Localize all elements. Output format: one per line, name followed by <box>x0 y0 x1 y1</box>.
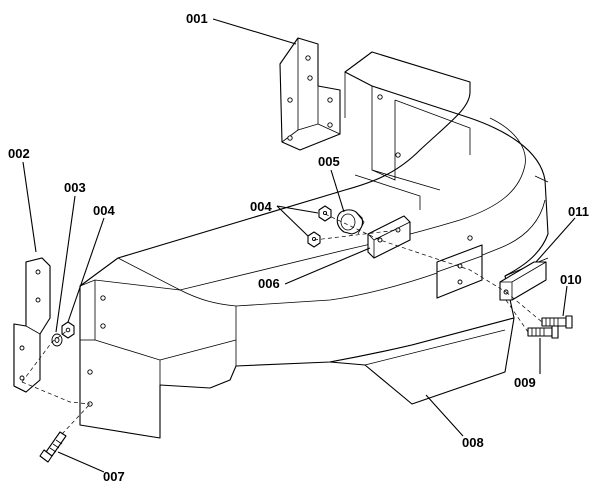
callout-006: 006 <box>258 276 280 291</box>
part-009-bolt <box>527 325 559 339</box>
leader-006 <box>284 247 371 285</box>
leader-005 <box>330 169 345 213</box>
callout-011: 011 <box>568 204 589 219</box>
part-004-nut-left <box>61 321 75 339</box>
leader-001 <box>212 18 297 45</box>
part-003-washer <box>51 333 63 347</box>
assembly-line-right-bolts <box>505 291 543 333</box>
leader-011 <box>535 217 576 263</box>
assembly-line-left <box>21 381 91 405</box>
callout-009: 009 <box>514 375 536 390</box>
part-011-clip <box>499 261 547 301</box>
assembly-line-centre <box>324 213 507 293</box>
callout-007: 007 <box>103 469 125 484</box>
assembly-line-washer <box>21 329 69 383</box>
callout-003: 003 <box>64 180 86 195</box>
part-004-nut-lower <box>307 231 321 248</box>
callout-004-left: 004 <box>93 203 115 218</box>
leader-010 <box>562 285 568 317</box>
leader-002 <box>22 161 37 253</box>
leader-004-left <box>67 217 105 323</box>
callout-008: 008 <box>462 435 484 450</box>
callout-004-centre: 004 <box>250 199 272 214</box>
leader-003 <box>55 195 76 333</box>
leader-007 <box>57 451 105 473</box>
callout-001: 001 <box>186 11 208 26</box>
part-005-rubber-bushing <box>336 209 365 235</box>
part-007-bolt <box>39 431 67 463</box>
part-001-upper-bracket <box>279 37 341 151</box>
leader-004-lower <box>276 205 309 237</box>
callout-002: 002 <box>8 146 30 161</box>
callout-005: 005 <box>318 154 340 169</box>
assembly-line-centre-lower <box>313 229 399 241</box>
part-006-mounting-plate <box>367 215 411 259</box>
part-010-bolt <box>541 315 573 329</box>
part-002-side-bracket <box>13 257 51 393</box>
leader-008 <box>425 394 464 437</box>
leader-004-upper <box>276 205 319 214</box>
callout-010: 010 <box>560 272 582 287</box>
part-004-nut-upper <box>318 205 332 222</box>
